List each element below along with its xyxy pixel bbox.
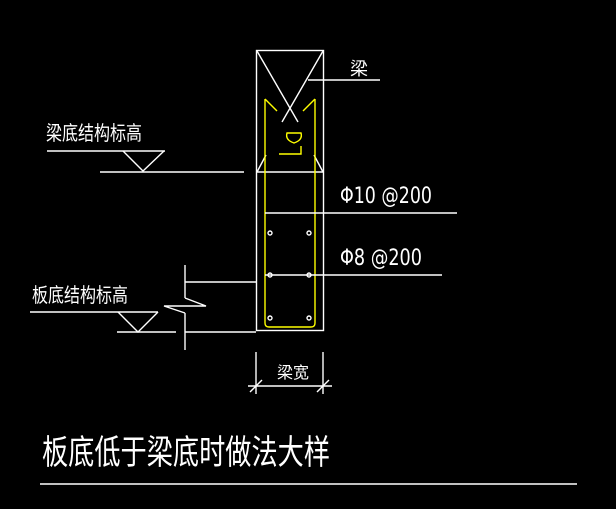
rebar-top-label: Φ10 @200 bbox=[340, 184, 432, 209]
rebar-bottom-label: Φ8 @200 bbox=[340, 246, 422, 271]
beam-width-label: 梁宽 bbox=[277, 363, 309, 382]
dim-tick-right bbox=[316, 379, 330, 393]
beam-outline bbox=[255, 49, 325, 332]
break-line-2 bbox=[281, 50, 324, 123]
stirrup-top bbox=[264, 98, 316, 155]
beam-label: 梁 bbox=[350, 59, 368, 80]
dim-tick-left bbox=[249, 379, 263, 393]
drawing-title: 板底低于梁底时做法大样 bbox=[42, 433, 330, 473]
beam-bottom-elevation-label: 梁底结构标高 bbox=[46, 121, 142, 145]
break-line-1 bbox=[256, 50, 299, 123]
elevation-triangle-icon bbox=[117, 311, 159, 333]
break-symbol-zigzag bbox=[163, 297, 207, 314]
stirrup-bottom bbox=[264, 99, 316, 328]
slab-bottom-elevation-label: 板底结构标高 bbox=[32, 283, 128, 307]
elevation-triangle-icon bbox=[122, 150, 165, 172]
